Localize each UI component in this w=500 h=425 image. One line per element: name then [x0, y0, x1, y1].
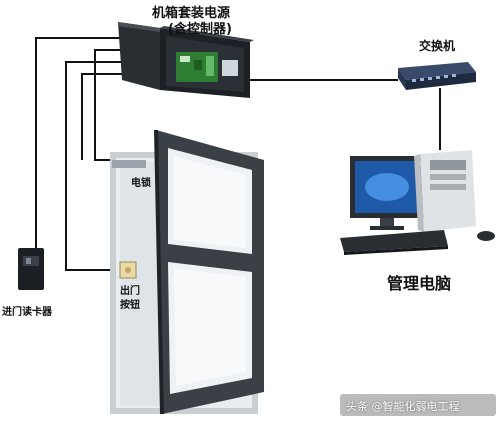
wire-exit	[65, 61, 124, 271]
door-icon	[110, 130, 264, 414]
watermark: 头条 @智能化弱电工程	[346, 400, 460, 413]
control-box-icon	[118, 22, 254, 98]
card-reader-label: 进门读卡器	[2, 307, 52, 318]
computer-tower-icon	[414, 150, 476, 232]
wire-lock-2	[81, 73, 124, 160]
card-reader-icon	[18, 248, 44, 290]
network-switch-icon	[398, 62, 476, 90]
keyboard-icon	[340, 230, 448, 255]
management-pc-label: 管理电脑	[387, 274, 452, 293]
control-box-sublabel: (含控制器)	[168, 22, 232, 37]
exit-button-icon	[119, 261, 137, 279]
exit-button-label: 出门	[120, 286, 140, 297]
switch-label: 交换机	[419, 39, 456, 53]
monitor-icon	[350, 156, 424, 230]
watermark-background	[340, 394, 496, 416]
wiring	[35, 37, 441, 271]
electric-lock-label: 电锁	[131, 178, 151, 189]
exit-button-label-line2: 按钮	[120, 300, 140, 311]
control-box-label: 机箱套装电源	[152, 6, 231, 21]
mouse-icon	[477, 231, 495, 241]
wire-reader	[35, 37, 124, 250]
